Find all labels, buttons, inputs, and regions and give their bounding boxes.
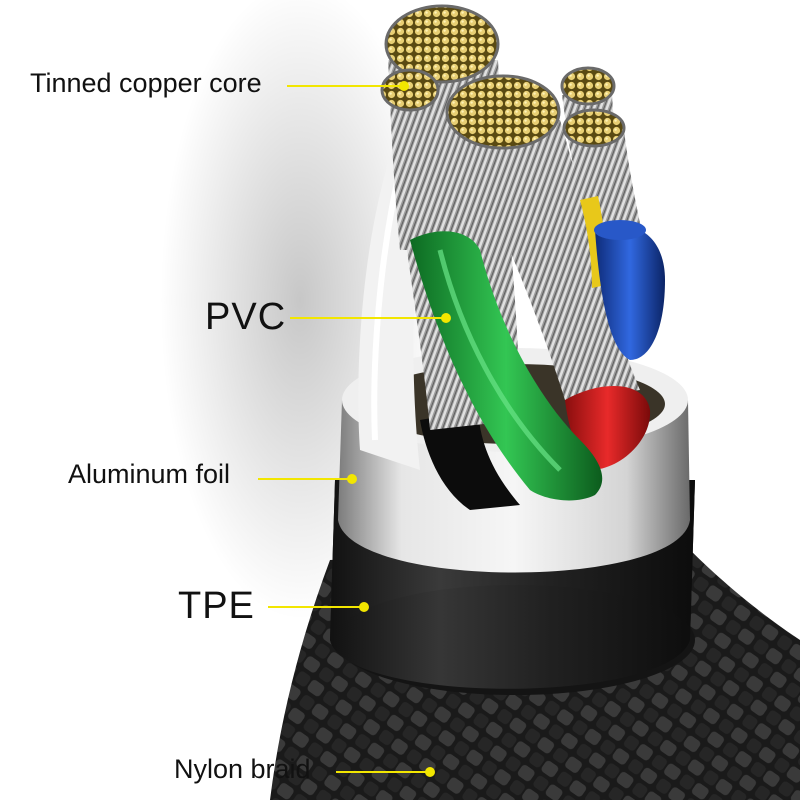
label-nylon-braid: Nylon braid [174, 754, 311, 784]
callout-foil [258, 474, 357, 484]
callout-pvc [290, 313, 451, 323]
label-pvc: PVC [205, 296, 287, 338]
label-tinned-copper-core: Tinned copper core [30, 68, 262, 98]
label-aluminum-foil: Aluminum foil [68, 459, 231, 489]
callout-tpe [268, 602, 369, 612]
tinned-copper-core-ends [380, 4, 626, 150]
black-wire [420, 410, 520, 510]
label-tpe: TPE [178, 585, 255, 627]
callout-braid [336, 767, 435, 777]
blue-insulation [594, 220, 665, 360]
callout-copper [287, 81, 409, 91]
green-insulation [410, 231, 603, 501]
